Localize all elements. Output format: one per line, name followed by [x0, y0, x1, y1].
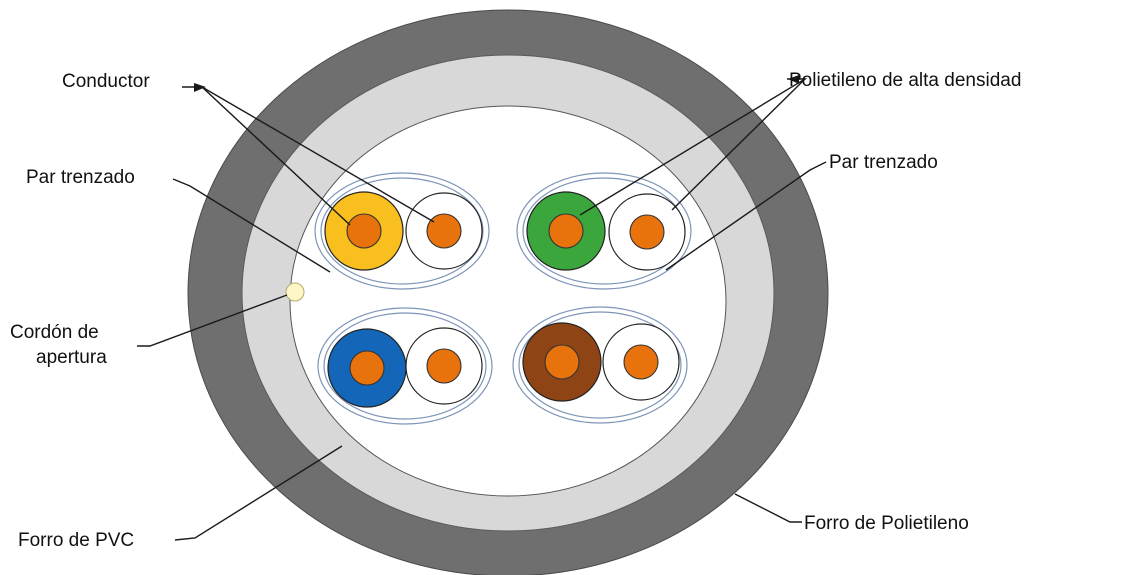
- twisted-pair-green: [516, 172, 692, 290]
- twisted-pair-orange: [314, 172, 490, 290]
- cable-core: [289, 105, 727, 497]
- label-pe-jacket: Forro de Polietileno: [804, 513, 969, 534]
- pair-outline: [323, 312, 487, 420]
- label-ripcord-line1: Cordón de: [10, 322, 99, 343]
- twisted-pair-brown: [512, 306, 688, 424]
- conductor-core: [548, 213, 584, 249]
- label-pvc-jacket: Forro de PVC: [18, 530, 134, 551]
- leader-pair-right: [665, 161, 827, 271]
- conductor-core: [426, 213, 462, 249]
- leader-ripcord: [137, 294, 288, 347]
- pair-outline: [516, 172, 692, 290]
- leader-conductor-2: [201, 86, 435, 223]
- pair-outline: [317, 307, 493, 425]
- conductor-core: [629, 214, 665, 250]
- leader-pvc: [174, 445, 343, 541]
- conductor-core: [623, 344, 659, 380]
- conductor-core: [426, 348, 462, 384]
- conductor-core: [346, 213, 382, 249]
- label-hdpe: Polietileno de alta densidad: [789, 70, 1021, 91]
- label-conductor: Conductor: [62, 71, 150, 92]
- label-pair-left: Par trenzado: [26, 167, 135, 188]
- pair-outline: [320, 177, 484, 285]
- arrowhead: [194, 83, 206, 92]
- leader-pair-left: [172, 178, 331, 273]
- ripcord: [285, 282, 305, 302]
- pair-outline: [512, 306, 688, 424]
- label-ripcord-line2: apertura: [36, 347, 107, 368]
- label-pair-right: Par trenzado: [829, 152, 938, 173]
- conductor-core: [349, 350, 385, 386]
- conductor-core: [544, 344, 580, 380]
- pair-outline: [518, 311, 682, 419]
- arrowhead: [788, 75, 799, 84]
- twisted-pair-blue: [317, 307, 493, 425]
- pair-outline: [314, 172, 490, 290]
- leader-lines: [137, 75, 827, 541]
- leader-hdpe-2: [671, 78, 806, 211]
- leader-pe: [734, 493, 802, 523]
